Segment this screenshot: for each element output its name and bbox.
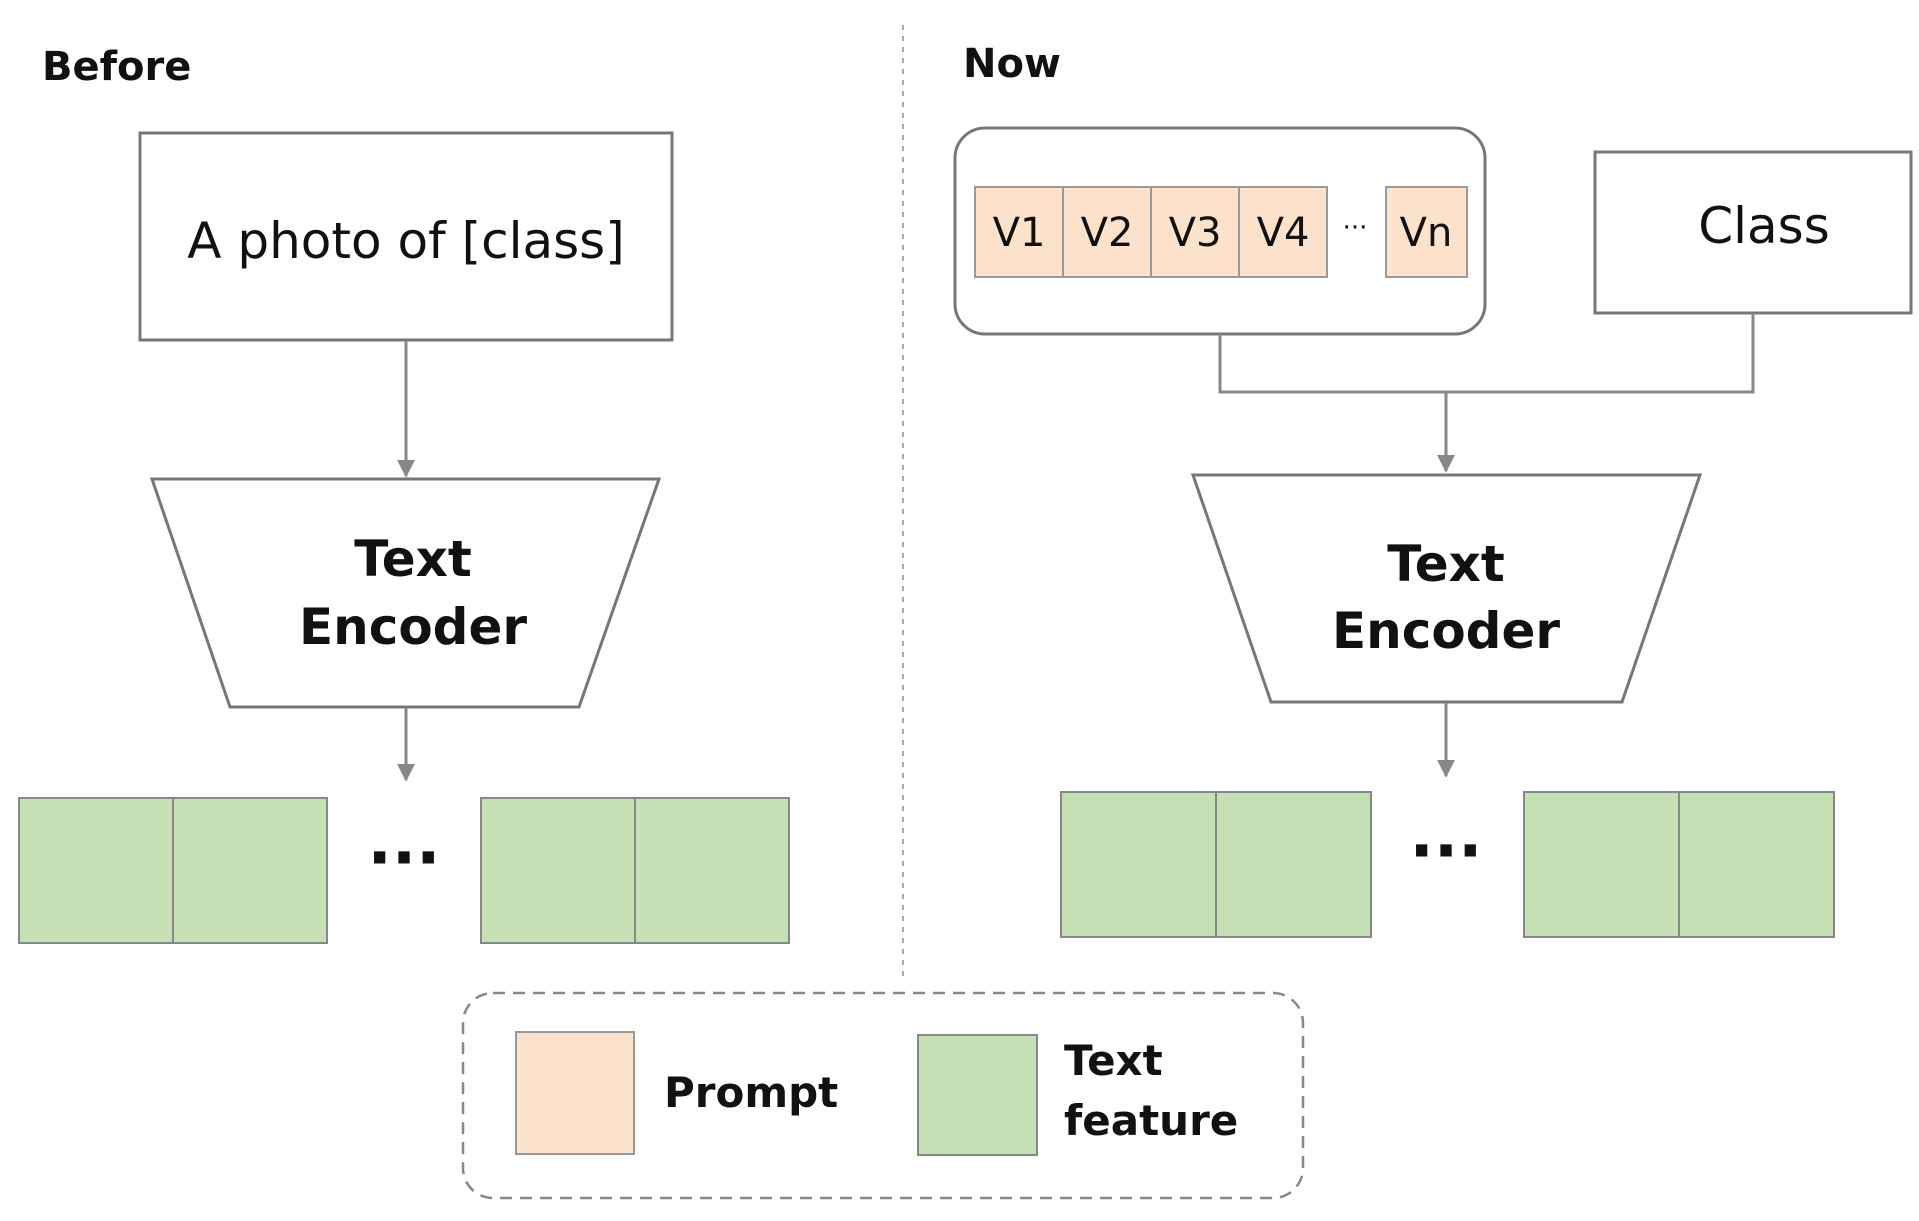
prompt-token-label: V3 — [1169, 210, 1222, 256]
prompt-token — [1150, 186, 1240, 278]
merge-connector — [1218, 313, 1755, 394]
now-encoder-line-1: Text — [1387, 535, 1505, 593]
before-text-encoder — [149, 477, 662, 709]
feature-cell — [1523, 791, 1680, 938]
legend-feature-label-line-2: feature — [1064, 1096, 1238, 1145]
prompt-template-box — [138, 131, 674, 342]
prompt-token — [1062, 186, 1152, 278]
before-title: Before — [42, 44, 191, 90]
feature-cell — [172, 797, 328, 944]
feature-cell — [1060, 791, 1217, 938]
legend-prompt-label: Prompt — [664, 1068, 838, 1117]
prompt-token-label: V2 — [1081, 210, 1134, 256]
before-features-ellipsis: ··· — [368, 822, 441, 896]
legend-feature-label-line-1: Text — [1064, 1036, 1163, 1085]
prompt-token — [1238, 186, 1328, 278]
feature-cell — [1215, 791, 1372, 938]
prompt-token-label: V1 — [993, 210, 1046, 256]
now-encoder-line-2: Encoder — [1332, 602, 1560, 660]
feature-cell — [634, 797, 790, 944]
prompt-token-label: V4 — [1257, 210, 1310, 256]
legend-feature-swatch — [917, 1034, 1038, 1156]
now-features-ellipsis: ··· — [1410, 815, 1483, 889]
legend-prompt-swatch — [515, 1031, 635, 1155]
now-title: Now — [963, 41, 1061, 87]
before-encoder-line-2: Encoder — [299, 598, 527, 656]
feature-cell — [18, 797, 174, 944]
feature-cell — [480, 797, 636, 944]
prompt-token — [1385, 186, 1468, 278]
now-text-encoder — [1190, 473, 1703, 704]
prompt-template-text: A photo of [class] — [187, 212, 624, 270]
legend: Prompt Text feature — [461, 991, 1305, 1200]
prompt-token-last-label: Vn — [1400, 210, 1453, 256]
now-section: Now V1 V2 V3 V4 ··· Vn Class Text Encode… — [953, 41, 1913, 938]
before-section: Before A photo of [class] Text Encoder ·… — [18, 44, 790, 944]
legend-frame — [461, 991, 1305, 1200]
class-box-text: Class — [1698, 197, 1830, 255]
class-box — [1593, 150, 1913, 315]
feature-cell — [1678, 791, 1835, 938]
before-encoder-line-1: Text — [354, 530, 472, 588]
prompt-token-ellipsis: ··· — [1343, 213, 1368, 243]
